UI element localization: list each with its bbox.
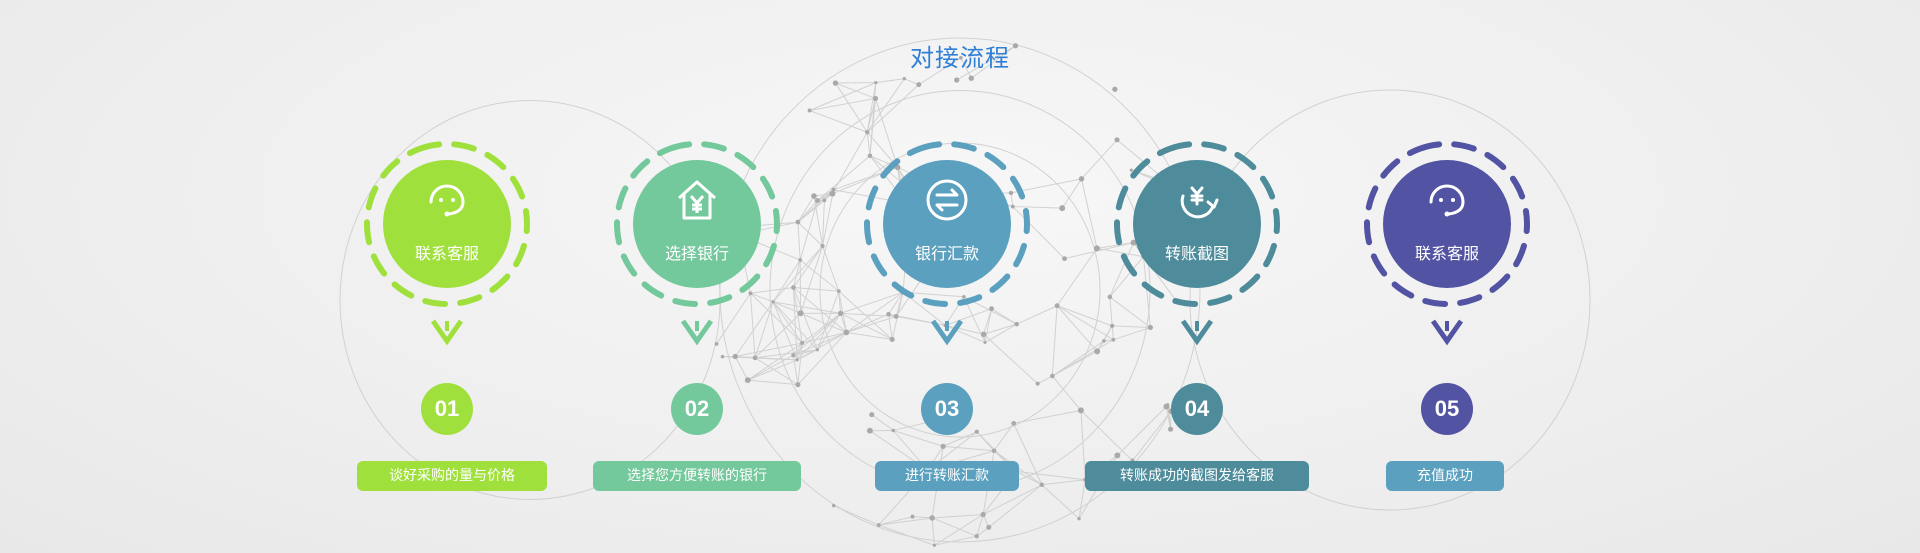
step-description: 谈好采购的量与价格 <box>357 461 547 491</box>
step-description: 选择您方便转账的银行 <box>593 461 801 491</box>
step-description: 转账成功的截图发给客服 <box>1085 461 1309 491</box>
dashed-ring <box>364 141 530 307</box>
step-label: 银行汇款 <box>914 244 979 263</box>
step-label: 联系客服 <box>414 244 479 263</box>
step-5: 联系客服 05 充值成功 <box>1347 0 1547 553</box>
bank-icon <box>678 180 716 220</box>
step-label: 联系客服 <box>1414 244 1479 263</box>
step-3: 银行汇款 03 进行转账汇款 <box>847 0 1047 553</box>
transfer-icon <box>926 179 968 221</box>
step-circle: 转账截图 <box>1133 160 1261 288</box>
payment-screenshot-icon <box>1180 186 1219 219</box>
headset-icon <box>1429 184 1465 217</box>
step-4: 转账截图 04 转账成功的截图发给客服 <box>1085 0 1309 553</box>
step-description: 进行转账汇款 <box>875 461 1019 491</box>
step-1: 联系客服 01 谈好采购的量与价格 <box>347 0 547 553</box>
step-circle: 银行汇款 <box>883 160 1011 288</box>
page-title: 对接流程 <box>910 44 1010 72</box>
chevron-down-icon <box>930 319 964 346</box>
step-label: 选择银行 <box>664 244 729 263</box>
chevron-down-icon <box>430 319 464 346</box>
dashed-ring <box>1364 141 1530 307</box>
chevron-down-icon <box>1180 319 1214 346</box>
step-number: 02 <box>671 383 723 435</box>
chevron-down-icon <box>680 319 714 346</box>
dashed-ring <box>614 141 780 307</box>
step-number: 01 <box>421 383 473 435</box>
dashed-ring <box>864 141 1030 307</box>
chevron-down-icon <box>1430 319 1464 346</box>
headset-icon <box>429 184 465 217</box>
step-2: 选择银行 02 选择您方便转账的银行 <box>593 0 801 553</box>
step-description: 充值成功 <box>1386 461 1504 491</box>
step-number: 04 <box>1171 383 1223 435</box>
step-circle: 联系客服 <box>383 160 511 288</box>
step-number: 03 <box>921 383 973 435</box>
dashed-ring <box>1114 141 1280 307</box>
step-number: 05 <box>1421 383 1473 435</box>
step-circle: 选择银行 <box>633 160 761 288</box>
step-label: 转账截图 <box>1164 244 1229 263</box>
step-circle: 联系客服 <box>1383 160 1511 288</box>
